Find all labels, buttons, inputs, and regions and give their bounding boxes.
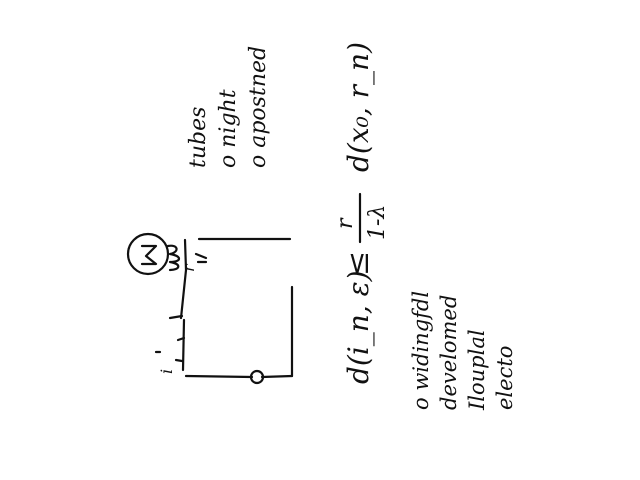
formula: d(i_n, ε) ≤ r 1-λ d(x₀, r_n): [333, 42, 390, 384]
coil-scribble: [166, 244, 181, 272]
diagram-labels: r i: [157, 263, 198, 374]
diagram-label-i: i: [157, 369, 176, 374]
formula-left: d(i_n, ε): [342, 270, 375, 384]
circuit-left-wire-upper: [179, 238, 188, 372]
formula-fraction-numerator: r: [333, 217, 358, 229]
list-top-item-3: o apostned: [246, 46, 271, 168]
circuit-bottom-wire: [260, 374, 294, 379]
list-bottom-item-3: Ilouplal: [465, 329, 489, 411]
bottom-loop: [249, 369, 265, 385]
switch-mark: [168, 314, 186, 342]
dot-mark: [154, 350, 184, 363]
formula-right: d(x₀, r_n): [342, 42, 375, 172]
diagram-label-r: r: [179, 263, 198, 272]
formula-fraction-denominator: 1-λ: [365, 205, 390, 240]
bulb-circle: [126, 232, 170, 276]
circuit-sketch: [126, 232, 294, 385]
list-bottom-item-2: develomed: [437, 295, 461, 410]
coil-tick: [194, 252, 208, 264]
list-bottom-item-4: electo: [493, 346, 517, 410]
circuit-left-wire-lower: [184, 374, 254, 379]
list-bottom: o widingfdl develomed Ilouplal electo: [409, 291, 517, 411]
bulb-filament: [140, 244, 158, 266]
list-top: tubes o night o apostned: [186, 46, 271, 168]
formula-relation: ≤: [341, 251, 376, 276]
list-bottom-item-1: o widingfdl: [409, 291, 433, 410]
list-top-item-1: tubes: [186, 107, 211, 168]
list-top-item-2: o night: [216, 89, 241, 168]
